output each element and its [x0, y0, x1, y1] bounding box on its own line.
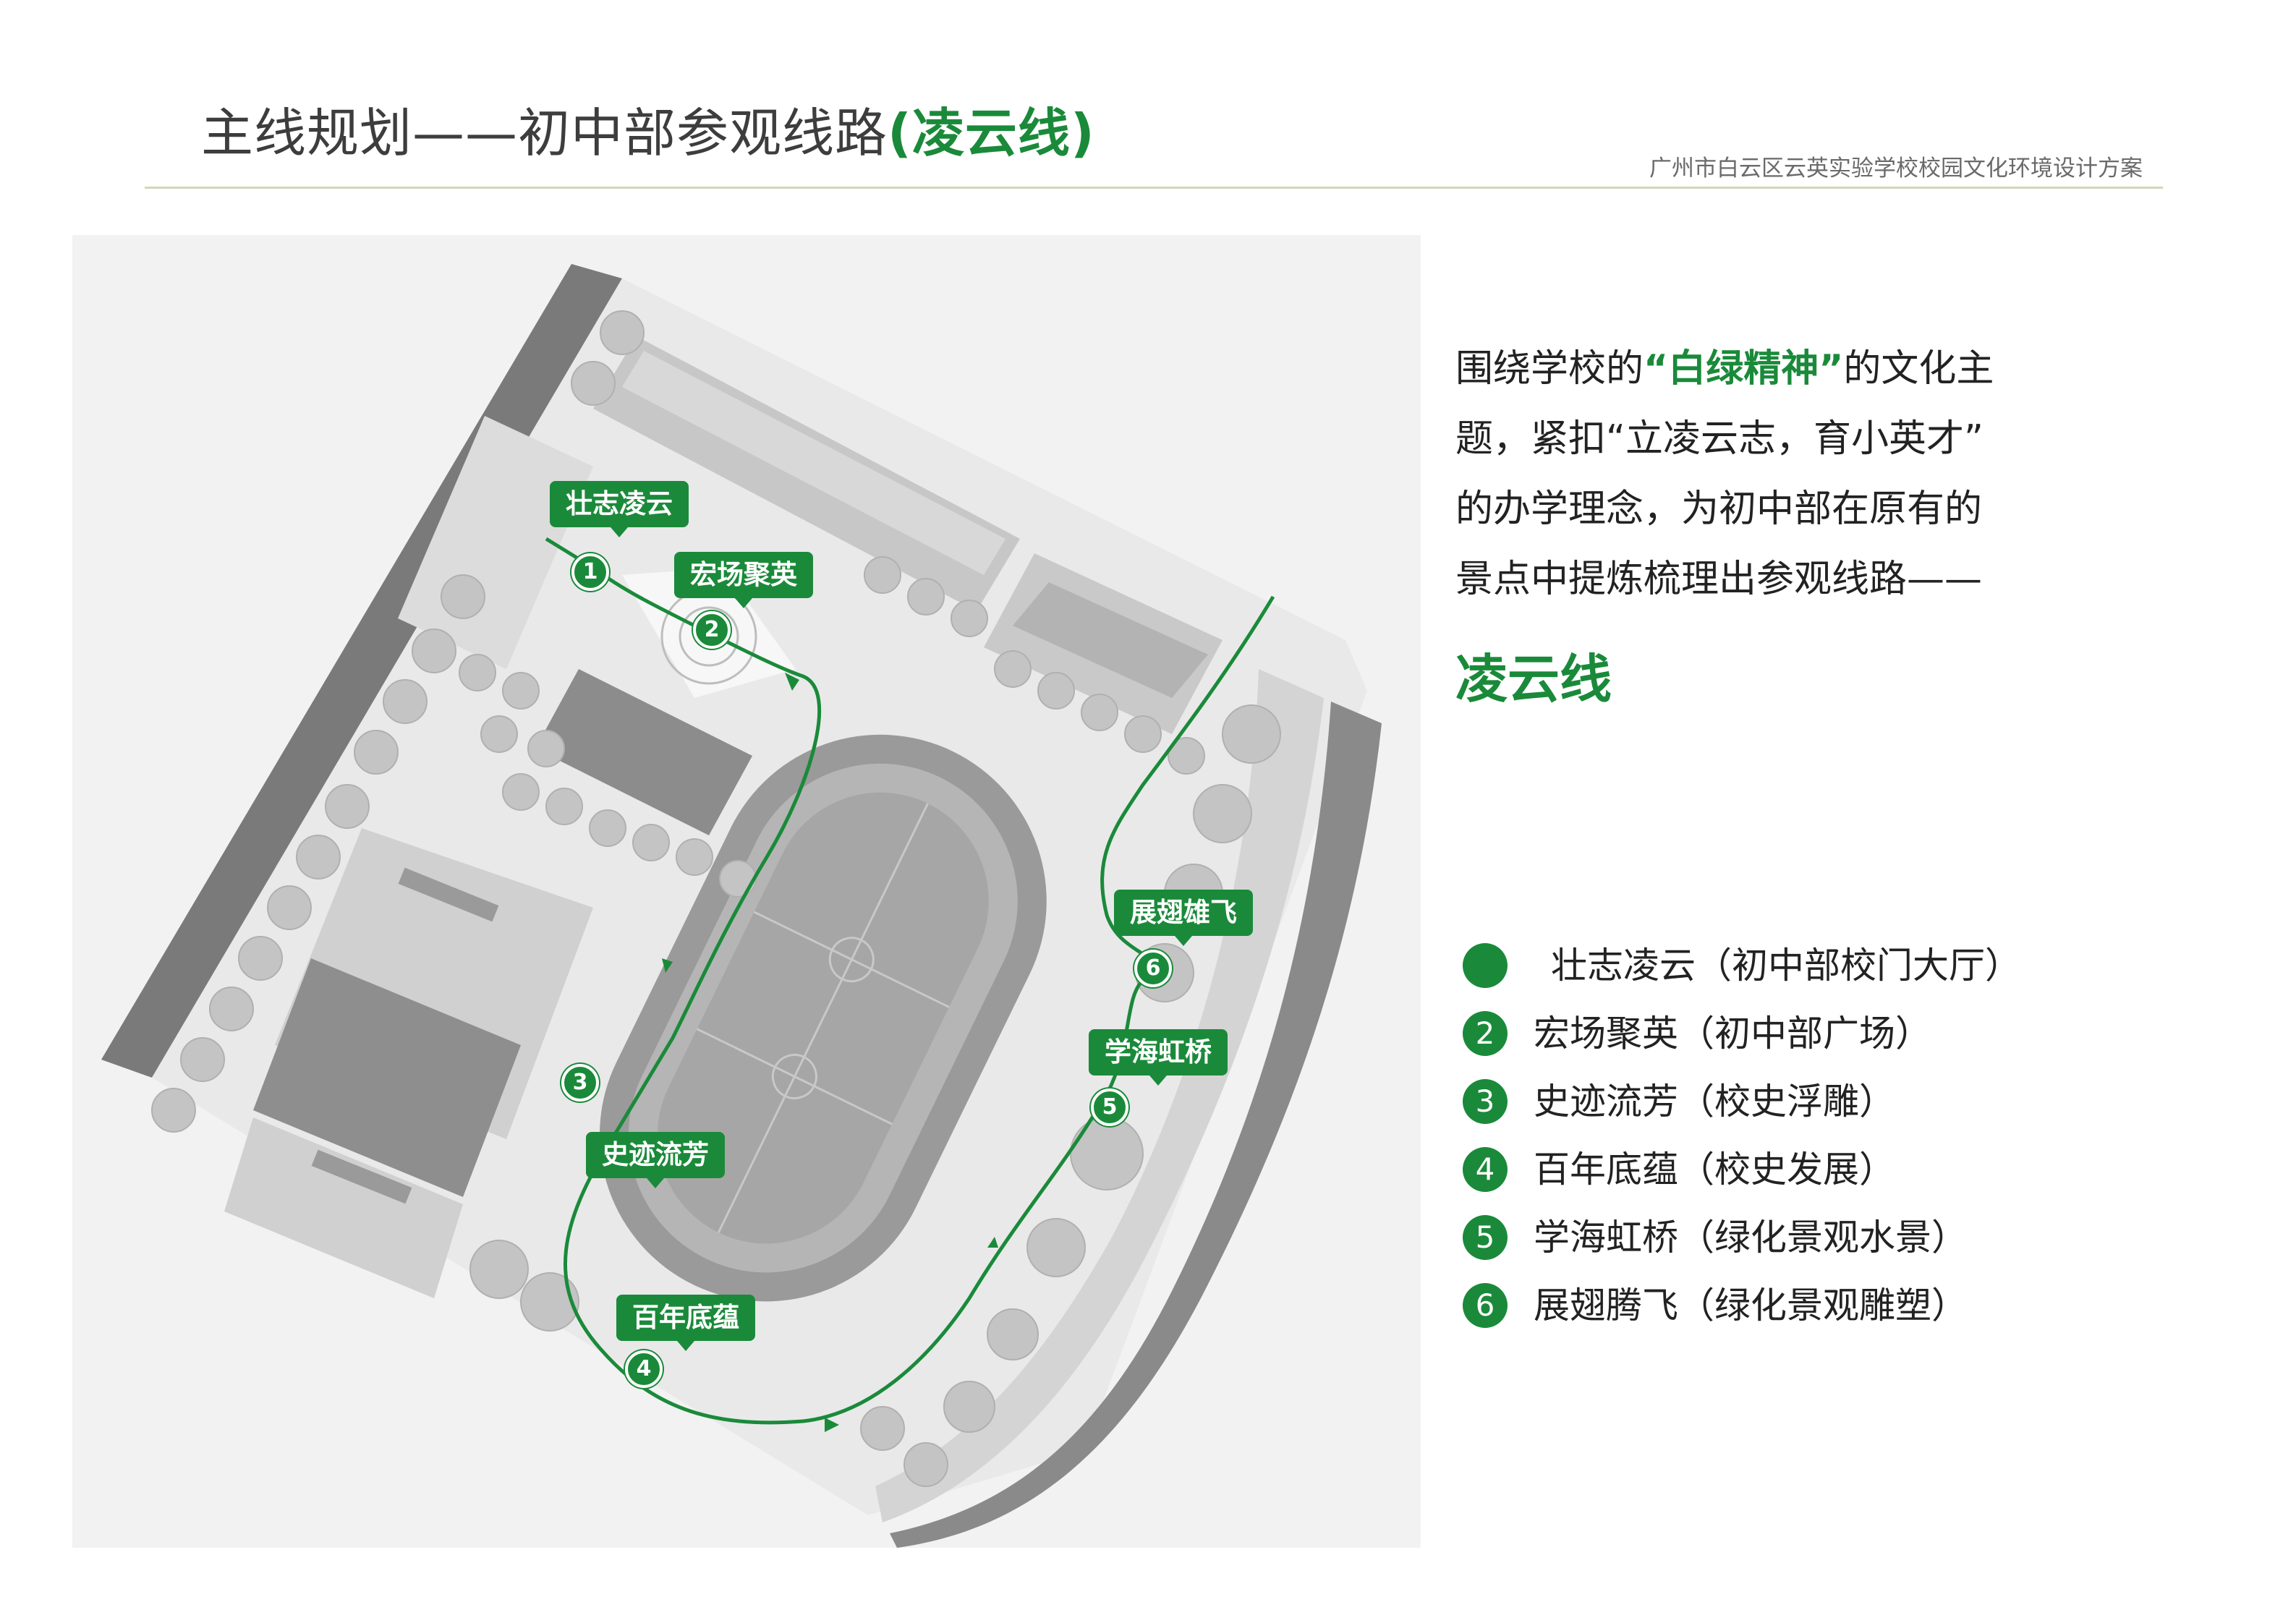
legend-dot-2: 2	[1463, 1011, 1508, 1056]
route-name: 凌云线	[1455, 649, 1612, 710]
map-label-stop-1: 壮志凌云	[550, 481, 689, 538]
map-marker-3: 3	[561, 1064, 599, 1102]
map-marker-5: 5	[1091, 1089, 1128, 1126]
east-boundary-wall	[890, 702, 1382, 1548]
route-description: 围绕学校的“白绿精神”的文化主 题，紧扣“立凌云志，育小英才” 的办学理念，为初…	[1455, 334, 2005, 615]
desc-line-4: 景点中提炼梳理出参观线路——	[1455, 558, 1983, 601]
map-marker-4: 4	[625, 1350, 663, 1388]
legend-text-3: 史迹流芳（校史浮雕）	[1534, 1081, 1895, 1123]
map-label-stop-4: 百年底蕴	[616, 1295, 755, 1352]
map-marker-6: 6	[1134, 950, 1172, 987]
map-label-stop-5: 学海虹桥	[1089, 1029, 1228, 1086]
campus-map-drawing	[101, 264, 1382, 1548]
legend-dot-3: 3	[1463, 1079, 1508, 1124]
page-title: 主线规划——初中部参观线路(凌云线)	[201, 107, 1095, 159]
campus-map: 壮志凌云 宏场聚英 史迹流芳 百年底蕴 学海虹桥 展翅雄飞 1 2 3 4 5 …	[72, 235, 1421, 1548]
header-divider	[145, 187, 2163, 189]
desc-highlight: “白绿精神”	[1644, 347, 1844, 391]
legend-dot-5: 5	[1463, 1215, 1508, 1260]
map-label-stop-3: 史迹流芳	[586, 1132, 725, 1189]
east-lawn	[875, 669, 1324, 1522]
map-marker-1: 1	[571, 553, 609, 591]
desc-line-2: 题，紧扣“立凌云志，育小英才”	[1455, 417, 1984, 461]
west-building-b	[253, 958, 521, 1197]
legend-dot-1	[1463, 943, 1508, 988]
desc-line-1-after: 的文化主	[1843, 347, 1994, 391]
legend-dot-4: 4	[1463, 1147, 1508, 1192]
map-label-stop-2: 宏场聚英	[674, 552, 813, 609]
title-main: 主线规划——初中部参观线路	[201, 103, 888, 163]
legend-text-2: 宏场聚英（初中部广场）	[1534, 1013, 1931, 1055]
legend-text-5: 学海虹桥（绿化景观水景）	[1534, 1217, 1968, 1258]
map-marker-2: 2	[693, 611, 731, 649]
trees	[151, 310, 1281, 1487]
map-label-stop-6: 展翅雄飞	[1114, 890, 1253, 947]
legend-text-1: 壮志凌云（初中部校门大厅）	[1551, 945, 2021, 987]
west-building-c	[224, 1117, 463, 1298]
route-arrows	[662, 673, 998, 1432]
tour-route	[545, 537, 1275, 1425]
legend-text-4: 百年底蕴（校史发展）	[1534, 1149, 1895, 1190]
project-subtitle: 广州市白云区云英实验学校校园文化环境设计方案	[1649, 156, 2143, 182]
legend-text-6: 展翅腾飞（绿化景观雕塑）	[1534, 1285, 1968, 1326]
desc-line-1: 围绕学校的“白绿精神”的文化主	[1455, 334, 2005, 404]
legend-dot-6: 6	[1463, 1283, 1508, 1328]
desc-line-1-before: 围绕学校的	[1455, 347, 1644, 391]
title-highlight: (凌云线)	[888, 103, 1095, 163]
central-block	[535, 669, 752, 835]
desc-line-3: 的办学理念，为初中部在原有的	[1455, 487, 1983, 531]
